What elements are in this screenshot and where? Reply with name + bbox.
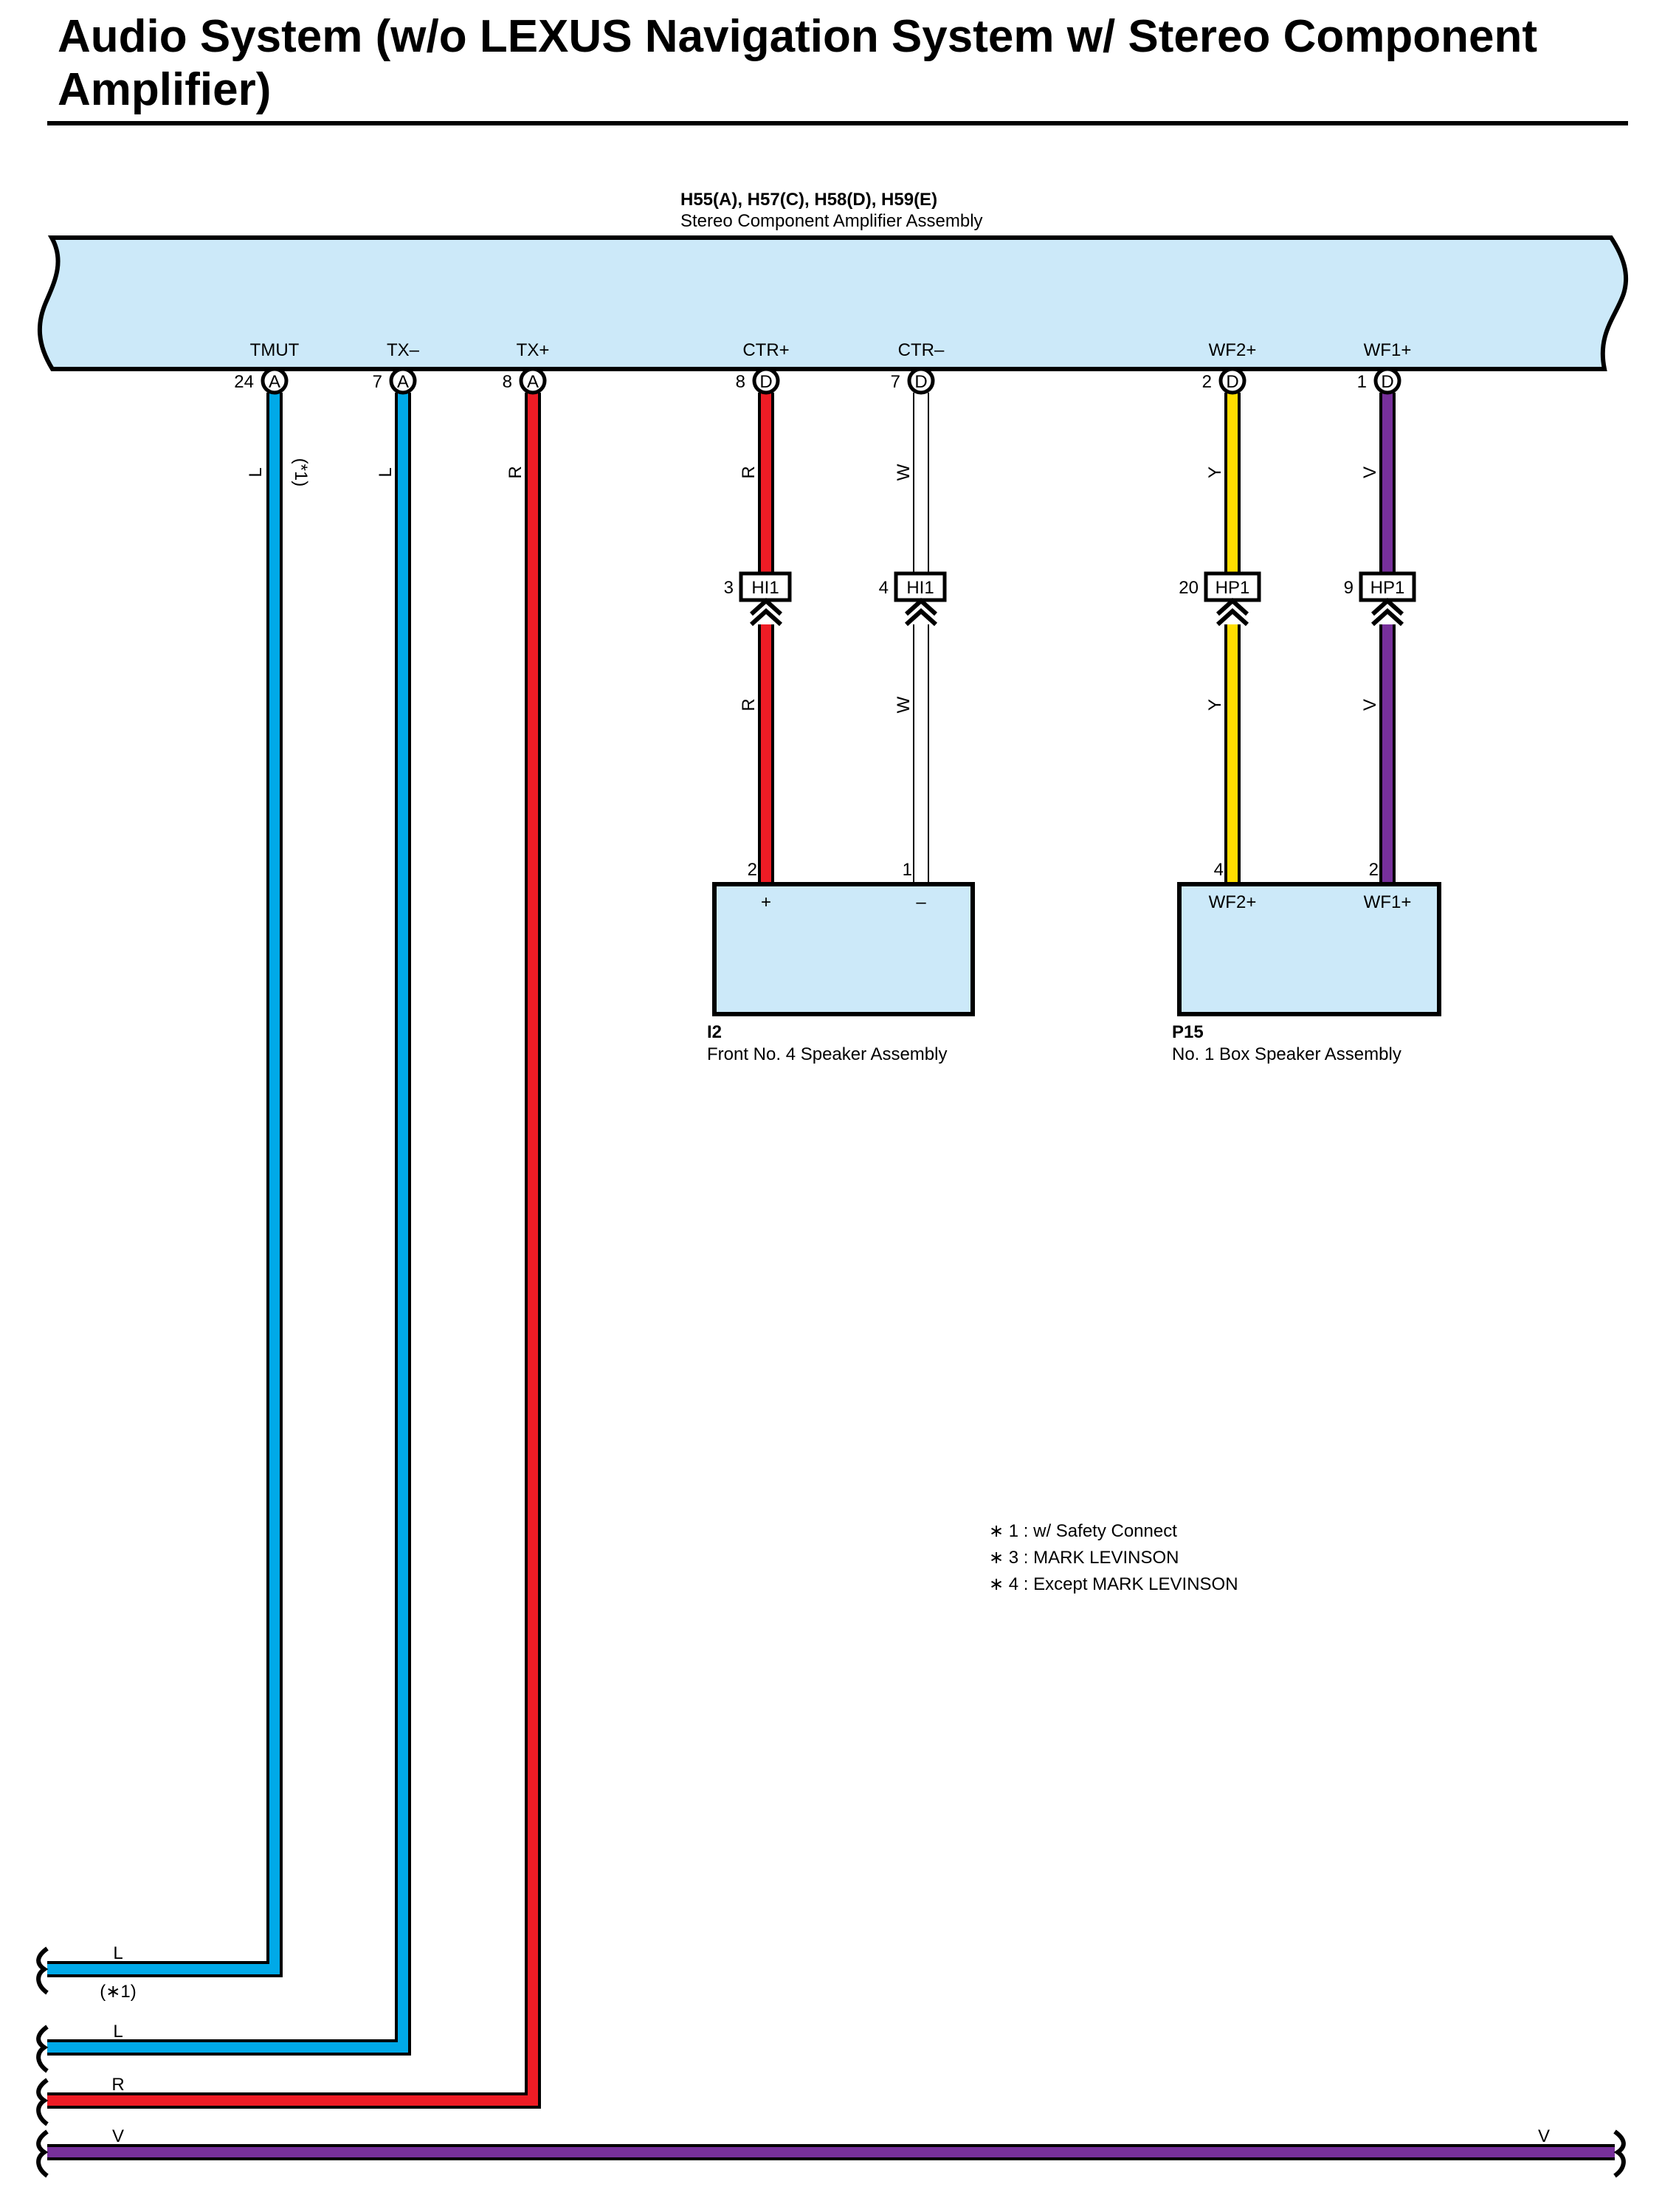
terminal-name-tx-plus: TX+ <box>517 340 550 360</box>
junction-pin-hi1-3: 3 <box>724 578 734 598</box>
svg-text:A: A <box>527 372 539 392</box>
terminal-name-wf1-plus: WF1+ <box>1364 340 1412 360</box>
terminal-wf2-plus: D 2 <box>1202 367 1246 395</box>
junction-pin-hi1-4: 4 <box>879 578 889 598</box>
terminal-ctr-plus: D 8 <box>736 367 780 395</box>
terminal-pin-wf1-plus: 1 <box>1357 372 1367 392</box>
terminal-pin-ctr-plus: 8 <box>736 372 745 392</box>
svg-text:D: D <box>1226 372 1238 392</box>
amplifier-name-label: Stereo Component Amplifier Assembly <box>680 211 983 231</box>
i2-pin-minus: 1 <box>903 860 912 880</box>
wire-code-ctr-minus-lower: W <box>894 696 914 713</box>
wire-tx-minus-l <box>47 393 411 2056</box>
terminal-name-wf2-plus: WF2+ <box>1209 340 1257 360</box>
junction-hp1-20: HP1 20 <box>1179 571 1261 627</box>
i2-name: Front No. 4 Speaker Assembly <box>707 1044 947 1064</box>
junction-hp1-9: HP1 9 <box>1344 571 1416 627</box>
terminal-name-tmut: TMUT <box>250 340 300 360</box>
terminal-pin-tx-minus: 7 <box>373 372 382 392</box>
svg-text:D: D <box>914 372 927 392</box>
wire-tmut-l <box>47 393 283 1977</box>
terminal-ctr-minus: D 7 <box>891 367 935 395</box>
svg-text:D: D <box>1381 372 1393 392</box>
terminal-tmut: A 24 <box>234 367 289 395</box>
note-4: ∗ 4 : Except MARK LEVINSON <box>989 1574 1238 1594</box>
note-3: ∗ 3 : MARK LEVINSON <box>989 1548 1179 1568</box>
amplifier-box <box>37 235 1629 371</box>
i2-code: I2 <box>707 1022 722 1042</box>
p15-pin-wf1: 2 <box>1369 860 1379 880</box>
wire-tx-plus-r <box>47 393 541 2109</box>
bottom-wire-code-4-right: V <box>1538 2126 1550 2146</box>
terminal-pin-ctr-minus: 7 <box>891 372 900 392</box>
continuation-marks-left <box>36 1946 49 2178</box>
p15-terminal-wf1: WF1+ <box>1364 892 1412 912</box>
terminal-name-ctr-minus: CTR– <box>898 340 945 360</box>
junction-hi1-4: HI1 4 <box>879 571 947 627</box>
terminal-pin-tx-plus: 8 <box>503 372 512 392</box>
wire-code-tx-plus: R <box>506 466 525 478</box>
wire-code-wf1-plus-lower: V <box>1360 699 1380 711</box>
i2-pin-plus: 2 <box>748 860 757 880</box>
terminal-pin-wf2-plus: 2 <box>1202 372 1212 392</box>
page-title: Audio System (w/o LEXUS Navigation Syste… <box>58 11 1537 115</box>
wire-note-tmut: (*1) <box>291 458 311 487</box>
junction-hi1-3: HI1 3 <box>724 571 792 627</box>
svg-text:HI1: HI1 <box>906 578 934 598</box>
speaker-i2-box <box>712 882 975 1016</box>
svg-text:HP1: HP1 <box>1370 578 1405 598</box>
wire-code-wf1-plus-upper: V <box>1360 466 1380 478</box>
wire-code-ctr-plus-upper: R <box>739 466 759 478</box>
bottom-wire-code-1: L <box>113 1943 123 1963</box>
note-1: ∗ 1 : w/ Safety Connect <box>989 1521 1177 1541</box>
terminal-wf1-plus: D 1 <box>1357 367 1401 395</box>
terminal-name-ctr-plus: CTR+ <box>742 340 789 360</box>
terminal-tx-minus: A 7 <box>373 367 417 395</box>
svg-text:A: A <box>397 372 409 392</box>
terminal-name-tx-minus: TX– <box>387 340 420 360</box>
bottom-wire-code-2: L <box>113 2022 123 2042</box>
i2-terminal-minus: – <box>916 892 926 912</box>
bottom-wire-code-4: V <box>112 2126 124 2146</box>
terminal-pin-tmut: 24 <box>234 372 254 392</box>
wire-code-ctr-minus-upper: W <box>894 464 914 480</box>
wire-code-tx-minus: L <box>376 467 396 477</box>
p15-terminal-wf2: WF2+ <box>1209 892 1257 912</box>
amplifier-connectors-label: H55(A), H57(C), H58(D), H59(E) <box>680 190 937 210</box>
bottom-wire-note-1: (∗1) <box>100 1982 136 2002</box>
svg-text:A: A <box>269 372 280 392</box>
wire-code-tmut: L <box>246 467 266 477</box>
svg-text:HI1: HI1 <box>751 578 779 598</box>
wire-code-wf2-plus-lower: Y <box>1205 699 1225 711</box>
p15-name: No. 1 Box Speaker Assembly <box>1172 1044 1401 1064</box>
speaker-p15-box <box>1177 882 1441 1016</box>
i2-terminal-plus: + <box>761 892 771 912</box>
junction-pin-hp1-9: 9 <box>1344 578 1354 598</box>
wire-code-wf2-plus-upper: Y <box>1205 466 1225 478</box>
title-rule <box>47 121 1628 125</box>
terminal-tx-plus: A 8 <box>503 367 547 395</box>
p15-pin-wf2: 4 <box>1214 860 1224 880</box>
svg-text:HP1: HP1 <box>1216 578 1250 598</box>
p15-code: P15 <box>1172 1022 1204 1042</box>
wire-code-ctr-plus-lower: R <box>739 698 759 711</box>
junction-pin-hp1-20: 20 <box>1179 578 1199 598</box>
svg-text:D: D <box>759 372 772 392</box>
bottom-wire-code-3: R <box>111 2075 124 2095</box>
continuation-mark-right <box>1613 2129 1626 2178</box>
